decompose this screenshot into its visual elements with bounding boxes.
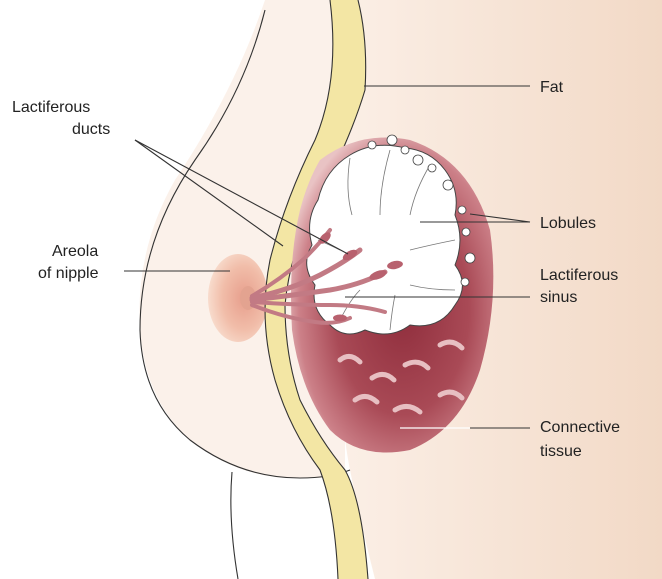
label-lactiferous-sinus-line1: Lactiferous	[540, 267, 618, 284]
label-areola-line1: Areola	[52, 243, 98, 260]
label-lobules: Lobules	[540, 215, 596, 232]
label-connective-line2: tissue	[540, 443, 582, 460]
label-lactiferous-sinus-line2: sinus	[540, 289, 577, 306]
label-connective-line1: Connective	[540, 419, 620, 436]
label-areola-line2: of nipple	[38, 265, 99, 282]
label-lactiferous-ducts-line1: Lactiferous	[12, 99, 90, 116]
label-lactiferous-ducts-line2: ducts	[72, 121, 110, 138]
label-fat: Fat	[540, 79, 564, 96]
